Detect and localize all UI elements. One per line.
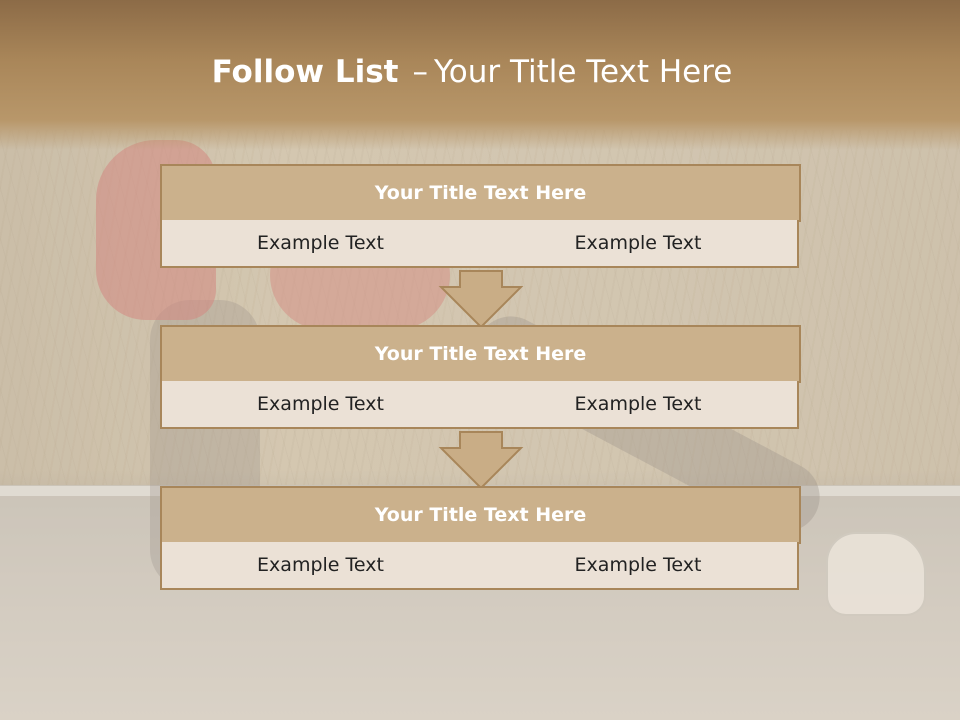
block-title: Your Title Text Here xyxy=(160,325,801,383)
header-band xyxy=(0,0,960,150)
block-cell-left: Example Text xyxy=(160,220,481,268)
road-marking xyxy=(800,486,960,496)
slide-title: Follow List–Your Title Text Here xyxy=(0,54,944,90)
title-bold: Follow List xyxy=(211,54,399,90)
down-arrow-icon xyxy=(438,431,524,489)
block-cell-right: Example Text xyxy=(479,381,799,429)
title-separator: – xyxy=(412,54,428,90)
runner-shoe xyxy=(826,532,926,616)
block-title: Your Title Text Here xyxy=(160,164,801,222)
down-arrow-icon xyxy=(438,270,524,328)
block-title: Your Title Text Here xyxy=(160,486,801,544)
block-cell-left: Example Text xyxy=(160,381,481,429)
road-marking xyxy=(0,486,190,496)
title-rest: Your Title Text Here xyxy=(433,54,733,90)
block-cell-left: Example Text xyxy=(160,542,481,590)
block-cell-right: Example Text xyxy=(479,542,799,590)
block-cell-right: Example Text xyxy=(479,220,799,268)
